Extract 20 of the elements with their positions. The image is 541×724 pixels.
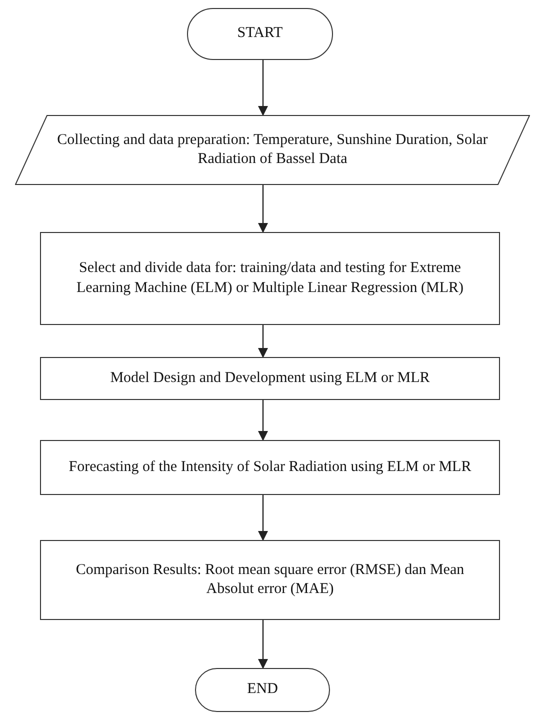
node-text: END [247,680,278,700]
node-text: Collecting and data preparation: Temperature, Sunshine Duration, Solar Radiation of Bassel Data [56,130,489,169]
arrow [258,185,268,233]
arrow [258,495,268,541]
node-text: START [237,24,283,44]
data-parallelogram [15,115,530,185]
process-box [40,540,500,620]
process-box [40,232,500,325]
node-text: Select and divide data for: training/data and testing for Extreme Learning Machine (ELM) or Multiple Linear Regression (MLR) [76,259,464,298]
process-box [40,357,500,400]
arrow [258,325,268,358]
terminator-shape [187,8,333,60]
terminator-shape [195,668,330,712]
arrow [258,620,268,669]
node-text: Model Design and Development using ELM or MLR [110,368,430,388]
process-box [40,440,500,495]
node-text: Forecasting of the Intensity of Solar Radiation using ELM or MLR [68,458,472,477]
node-text: Comparison Results: Root mean square error (RMSE) dan Mean Absolut error (MAE) [74,560,466,599]
arrow [258,60,268,116]
arrow [258,400,268,441]
